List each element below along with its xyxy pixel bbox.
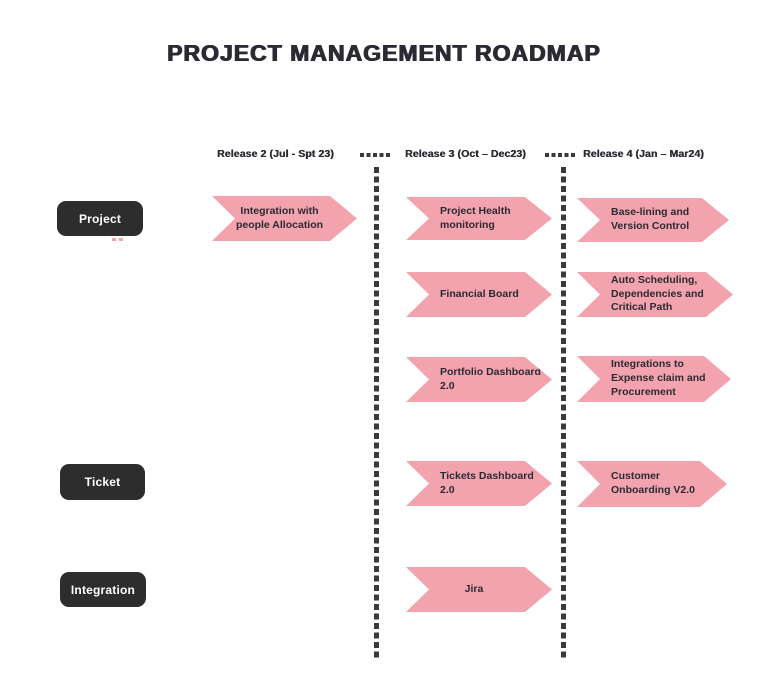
lane-label-project-text: Project [78, 211, 122, 226]
column-header-release-2: Release 2 (Jul - Spt 23) [217, 148, 334, 160]
milestone-text: Customer Onboarding V2.0 [611, 470, 696, 496]
milestone-text: Project Health monitoring [440, 204, 511, 231]
milestone-arrow-auto-scheduling: Auto Scheduling, Dependencies and Critic… [577, 272, 733, 317]
header-dash-separator-2 [545, 153, 576, 157]
lane-label-ticket-text: Ticket [84, 475, 121, 489]
milestone-text: Integrations to Expense claim and Procur… [611, 358, 706, 398]
milestone-text: Integration with people Allocation [235, 204, 324, 231]
milestone-text: Portfolio Dashboard 2.0 [440, 365, 541, 392]
milestone-arrow-customer-onboarding: Customer Onboarding V2.0 [577, 461, 727, 507]
milestone-arrow-tickets-dashboard: Tickets Dashboard 2.0 [406, 461, 552, 506]
header-dash-separator-1 [360, 153, 392, 157]
milestone-arrow-project-health-monitoring: Project Health monitoring [406, 197, 552, 240]
vertical-divider-1 [374, 167, 379, 661]
lane-label-project: Project [57, 201, 143, 236]
milestone-text: Tickets Dashboard 2.0 [440, 469, 534, 496]
milestone-text: Auto Scheduling, Dependencies and Critic… [611, 273, 704, 314]
milestone-text: Base-lining and Version Control [611, 206, 690, 232]
milestone-arrow-jira: Jira [406, 567, 552, 612]
milestone-text: Jira [464, 582, 484, 595]
lane-label-ticket: Ticket [60, 464, 145, 500]
milestone-arrow-financial-board: Financial Board [406, 272, 552, 317]
vertical-divider-2 [561, 167, 566, 661]
milestone-arrow-portfolio-dashboard: Portfolio Dashboard 2.0 [406, 357, 552, 402]
column-header-release-4: Release 4 (Jan – Mar24) [583, 148, 704, 160]
pink-dots-artifact [112, 238, 124, 241]
milestone-arrow-integrations-expense-procurement: Integrations to Expense claim and Procur… [577, 356, 731, 402]
lane-label-integration: Integration [60, 572, 146, 607]
lane-label-integration-text: Integration [70, 582, 136, 597]
page-title: PROJECT MANAGEMENT ROADMAP [167, 40, 601, 66]
milestone-arrow-integration-people-allocation: Integration with people Allocation [212, 196, 357, 241]
milestone-arrow-base-lining-version-control: Base-lining and Version Control [577, 198, 729, 242]
column-header-release-3: Release 3 (Oct – Dec23) [405, 148, 526, 160]
milestone-text: Financial Board [440, 287, 519, 300]
